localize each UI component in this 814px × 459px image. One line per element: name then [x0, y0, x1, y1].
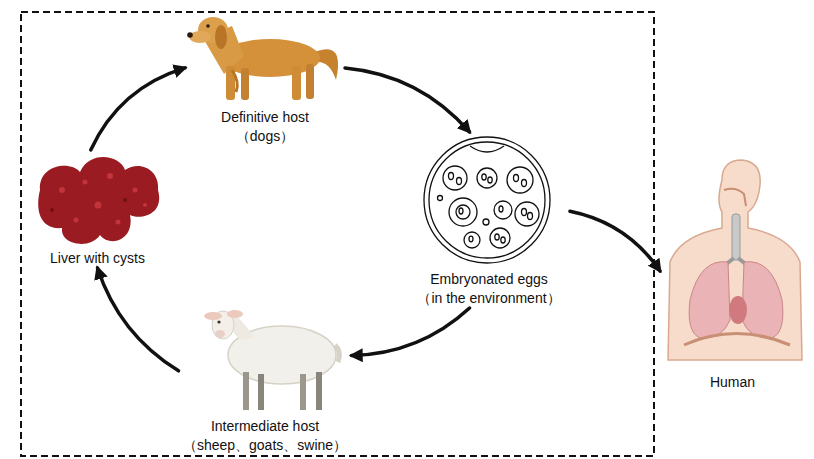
sheep-illustration-part: [243, 372, 249, 410]
egg-illustration-part: [443, 166, 467, 190]
egg-illustration-part: [507, 167, 533, 193]
egg-illustration-part: [449, 198, 477, 226]
liver-illustration-part: [59, 187, 65, 193]
sheep-illustration-part: [316, 372, 322, 410]
node-label: （dogs）: [236, 127, 294, 146]
liver-illustration-part: [143, 203, 147, 207]
egg-illustration: [424, 137, 550, 263]
node-label: Liver with cysts: [50, 249, 145, 268]
human-illustration-part: [668, 160, 802, 360]
sheep-illustration-part: [204, 312, 222, 320]
node-label: Embryonated eggs: [430, 270, 548, 289]
egg-illustration-part: [522, 209, 527, 216]
egg-illustration-part: [501, 237, 505, 243]
host-node: Human: [660, 150, 805, 392]
liver-illustration-part: [116, 220, 121, 225]
egg-illustration-part: [522, 180, 527, 187]
node-label: Human: [710, 373, 755, 392]
sheep-illustration: [204, 310, 339, 410]
human-illustration-part: [684, 334, 790, 346]
human-illustration-part: [742, 262, 783, 339]
human-illustration-part: [732, 214, 740, 260]
node-label: （in the environment）: [417, 289, 560, 308]
dog-illustration-part: [215, 25, 227, 49]
cycle-arrow: [352, 308, 470, 356]
egg-illustration-part: [528, 213, 533, 220]
dog-illustration-part: [292, 66, 301, 100]
egg-illustration-part: [464, 232, 480, 248]
egg-illustration-part: [438, 196, 443, 201]
dog-illustration-part: [187, 32, 193, 38]
human-illustration-part: [724, 189, 746, 206]
host-node: Intermediate host（sheep、goats、swine）: [179, 302, 352, 455]
host-node: Definitive host（dogs）: [185, 4, 345, 146]
egg-illustration-part: [483, 219, 489, 225]
egg-illustration-part: [470, 146, 504, 152]
node-label: Intermediate host: [211, 417, 319, 436]
cycle-arrow: [98, 268, 179, 371]
egg-illustration-part: [429, 142, 545, 258]
egg-illustration-part: [488, 177, 492, 183]
egg-illustration-part: [456, 205, 470, 219]
host-node: Embryonated eggs（in the environment）: [408, 132, 570, 308]
liver-illustration-part: [83, 180, 88, 185]
egg-illustration-part: [495, 234, 499, 240]
cycle-arrow: [570, 211, 660, 271]
node-label: Definitive host: [221, 108, 309, 127]
sheep-illustration-part: [227, 310, 243, 318]
dog-illustration-part: [306, 64, 314, 99]
dog-illustration-part: [189, 31, 211, 43]
dog-illustration: [187, 17, 338, 100]
liver-illustration-part: [107, 173, 113, 179]
dashed-frame: [21, 12, 654, 456]
liver-illustration-part: [123, 198, 127, 202]
dog-illustration-part: [241, 68, 249, 100]
host-node: Liver with cysts: [30, 150, 165, 268]
sheep-illustration-part: [217, 320, 220, 323]
dog-illustration-part: [206, 24, 210, 28]
egg-illustration-part: [499, 206, 503, 212]
node-label: （sheep、goats、swine）: [183, 436, 347, 455]
egg-illustration-part: [459, 208, 463, 214]
liver-illustration-part: [133, 188, 138, 193]
egg-illustration-part: [514, 175, 519, 182]
sheep-illustration-part: [258, 374, 264, 410]
liver-illustration-part: [95, 202, 102, 209]
egg-illustration-part: [494, 201, 512, 219]
egg-illustration-part: [449, 173, 454, 180]
human-illustration-part: [689, 262, 730, 339]
egg-illustration-part: [482, 174, 486, 180]
liver-illustration: [38, 157, 159, 244]
liver-illustration-part: [38, 157, 159, 244]
human-illustration: [668, 160, 802, 360]
cycle-arrow: [91, 68, 185, 150]
human-illustration-part: [729, 296, 747, 324]
egg-illustration-part: [490, 228, 510, 248]
sheep-illustration-part: [300, 374, 306, 410]
egg-illustration-part: [477, 168, 497, 188]
dog-illustration-part: [232, 70, 237, 92]
sheep-illustration-part: [215, 330, 225, 338]
sheep-illustration-part: [335, 345, 339, 362]
liver-illustration-part: [74, 218, 79, 223]
egg-illustration-part: [424, 137, 550, 263]
cycle-arrow: [345, 68, 470, 132]
liver-illustration-part: [50, 208, 54, 212]
egg-illustration-part: [515, 202, 539, 226]
egg-illustration-part: [469, 236, 473, 242]
egg-illustration-part: [457, 178, 462, 185]
